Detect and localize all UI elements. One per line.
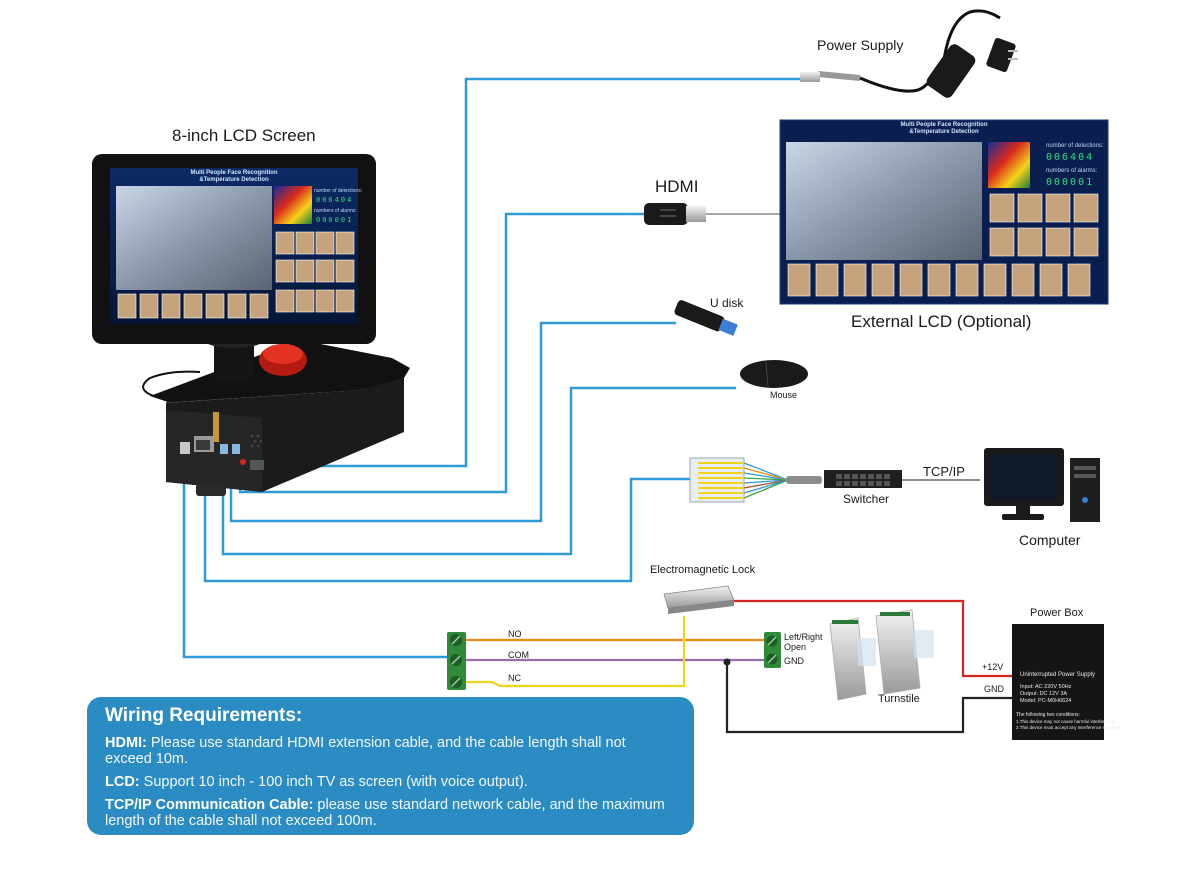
network-cable — [203, 452, 690, 583]
power-box — [1012, 624, 1104, 740]
screen-detections-label: number of detections: — [314, 188, 363, 194]
wiring-requirements-title: Wiring Requirements: — [105, 705, 303, 726]
lock-wire-red — [728, 599, 1012, 678]
network-switcher — [824, 470, 902, 488]
terminal-gnd-label: GND — [784, 656, 804, 666]
rj45-fanout — [743, 462, 789, 499]
turnstile-gate — [829, 609, 934, 701]
screen-alarms-label: numbers of alarms: — [314, 208, 357, 214]
usb-cable-udisk — [229, 321, 676, 523]
screen-alarms-value: 000001 — [316, 216, 354, 224]
requirement-tcpip-key: TCP/IP Communication Cable: — [105, 797, 314, 813]
external-lcd-label: External LCD (Optional) — [851, 312, 1032, 331]
ext-alarms-label: numbers of alarms: — [1046, 168, 1098, 174]
ext-alarms-value: 000001 — [1046, 177, 1095, 188]
wire-nc — [466, 616, 686, 688]
power-box-input: Input: AC 220V 50Hz — [1020, 684, 1072, 690]
face-recognition-device — [142, 332, 410, 496]
mouse-label: Mouse — [770, 390, 798, 400]
hdmi-plug — [644, 203, 706, 225]
wiring-requirements-box: Wiring Requirements: HDMI: Please use st… — [87, 697, 694, 835]
requirement-lcd: LCD: Support 10 inch - 100 inch TV as sc… — [105, 774, 676, 790]
ext-detections-value: 006404 — [1046, 152, 1095, 163]
requirement-lcd-key: LCD: — [105, 774, 140, 790]
network-cable-boot — [786, 476, 822, 484]
power-box-model: Model: PC-M0H6624 — [1020, 698, 1072, 704]
power-box-title: Uninterrupted Power Supply — [1020, 672, 1096, 678]
turnstile-terminal-block — [764, 632, 781, 668]
electromagnetic-lock — [663, 585, 735, 614]
power-cable — [262, 77, 800, 468]
gnd-label: GND — [984, 684, 1004, 694]
power-adapter — [800, 9, 1018, 98]
electromagnetic-lock-label: Electromagnetic Lock — [650, 564, 756, 576]
left-right-open-label: Left/Right Open — [784, 632, 823, 652]
power-box-output: Output: DC 12V 3A — [1020, 691, 1068, 697]
screen-detections-value: 006404 — [316, 196, 354, 204]
gnd-junction — [723, 658, 731, 666]
external-lcd — [779, 119, 1109, 305]
requirement-lcd-text: Support 10 inch - 100 inch TV as screen … — [139, 774, 528, 790]
mouse-device — [740, 360, 808, 388]
requirement-hdmi-key: HDMI: — [105, 735, 147, 751]
power-box-condition-1: 1.This device may not cause harmful inte… — [1016, 719, 1115, 724]
u-disk-label: U disk — [710, 296, 744, 310]
requirement-tcpip-text: please use standard network cable, and t… — [105, 797, 665, 829]
turnstile-label: Turnstile — [878, 693, 920, 705]
plus12v-label: +12V — [982, 662, 1004, 672]
u-disk — [674, 300, 738, 336]
lcd-screen-label: 8-inch LCD Screen — [172, 126, 316, 145]
switcher-label: Switcher — [843, 492, 890, 506]
computer — [984, 448, 1100, 522]
lcd-screen-8inch — [92, 154, 376, 344]
nc-wire-label: NC — [508, 673, 521, 683]
relay-cable — [182, 452, 448, 659]
computer-label: Computer — [1019, 532, 1081, 548]
power-supply-label: Power Supply — [817, 37, 904, 53]
requirement-hdmi-text: Please use standard HDMI extension cable… — [105, 735, 626, 767]
com-wire-label: COM — [508, 650, 529, 660]
usb-cable-mouse — [221, 386, 736, 556]
requirement-tcpip: TCP/IP Communication Cable: please use s… — [105, 797, 676, 829]
requirement-hdmi: HDMI: Please use standard HDMI extension… — [105, 735, 676, 767]
power-box-condition-2: 2.This device must accept any interferen… — [1016, 725, 1120, 730]
no-wire-label: NO — [508, 629, 522, 639]
tcpip-label: TCP/IP — [923, 464, 965, 479]
screen-title: Multi People Face Recognition &Temperatu… — [190, 170, 278, 183]
ext-detections-label: number of detections: — [1046, 143, 1104, 149]
relay-wiring — [466, 599, 1012, 734]
wire-gnd — [725, 662, 1012, 734]
hdmi-label: HDMI — [655, 177, 699, 196]
rj45-connector — [689, 457, 745, 503]
power-box-conditions: The following two conditions: — [1016, 712, 1080, 718]
power-box-label: Power Box — [1030, 607, 1084, 619]
relay-terminal-block — [447, 632, 466, 690]
ext-screen-title: Multi People Face Recognition &Temperatu… — [900, 122, 988, 135]
